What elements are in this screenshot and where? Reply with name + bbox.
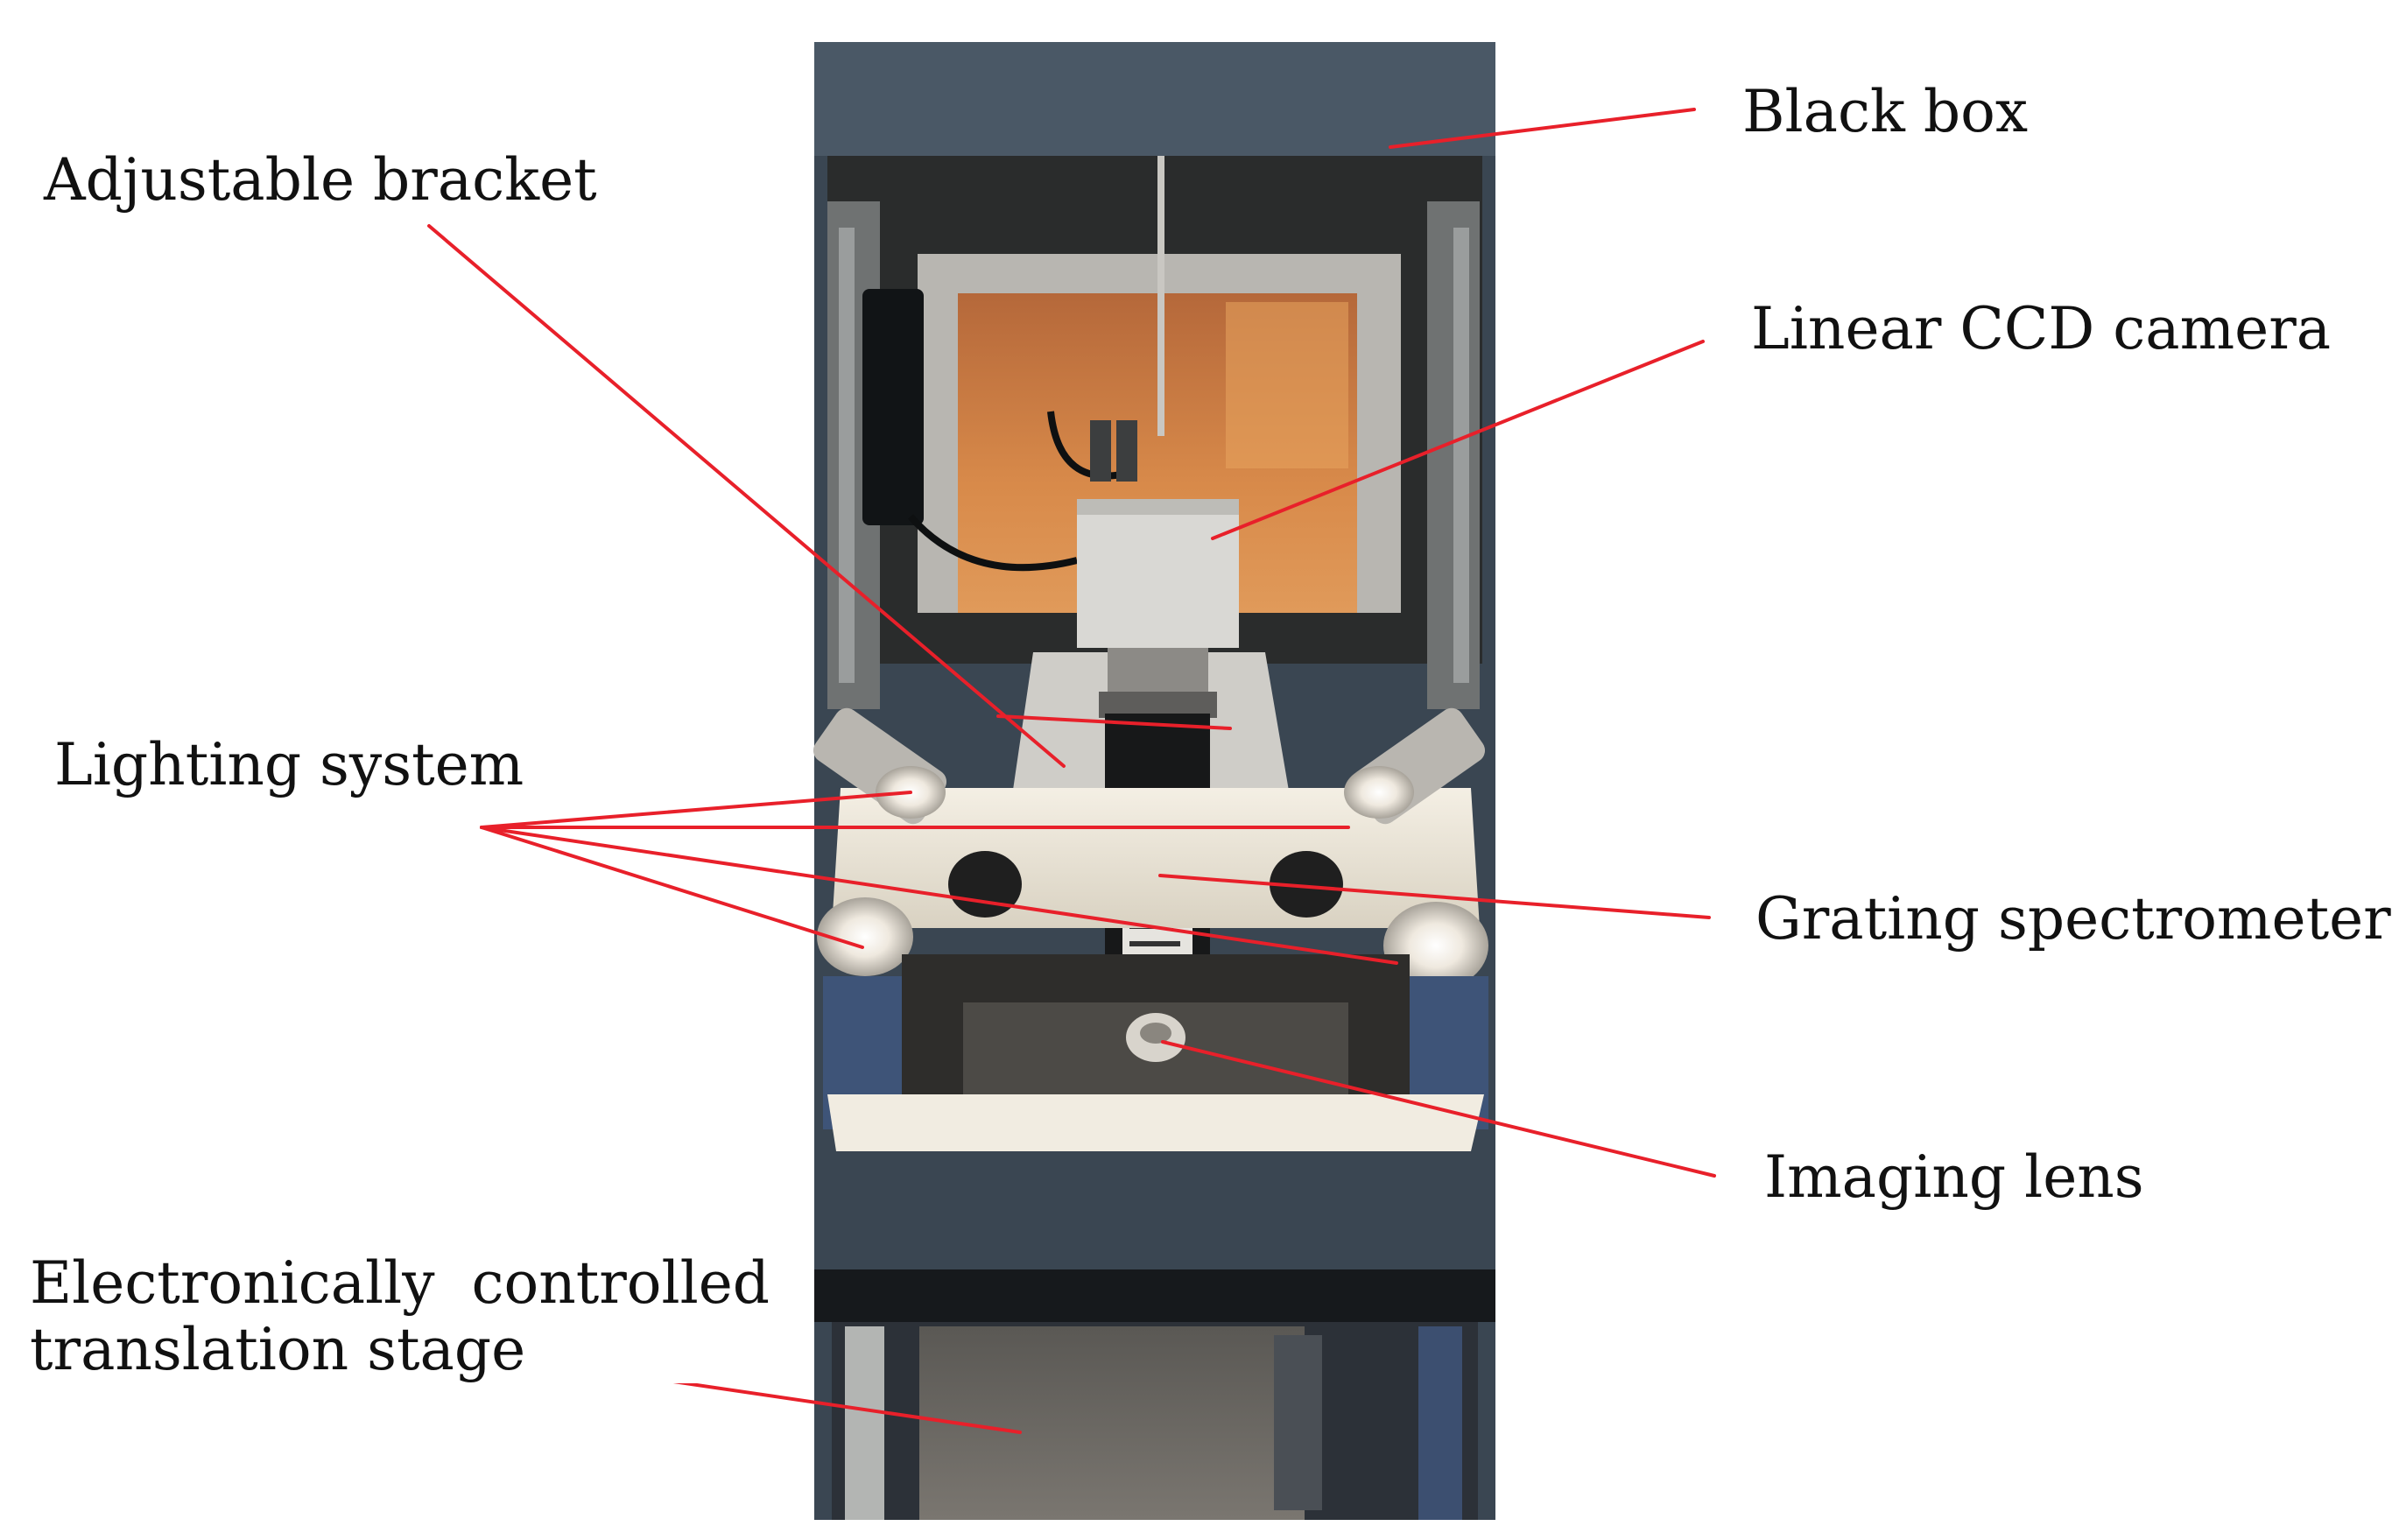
- leader-lighting-3: [480, 826, 1398, 965]
- label-grating-spectrometer: Grating spectrometer: [1755, 885, 2391, 953]
- ccd-camera-body: [1077, 499, 1239, 648]
- label-linear-ccd-camera: Linear CCD camera: [1751, 295, 2332, 362]
- leader-lighting-1: [480, 791, 912, 829]
- label-translation-stage-line1: Electronically controlled: [30, 1249, 770, 1317]
- top-band: [814, 42, 1495, 156]
- leader-adjustable-bracket-a: [427, 224, 1066, 768]
- leader-linear-ccd-camera: [1211, 340, 1705, 540]
- label-adjustable-bracket: Adjustable bracket: [44, 146, 597, 214]
- label-black-box: Black box: [1742, 78, 2029, 145]
- lamp-upper-right: [1344, 707, 1486, 825]
- power-adapter: [862, 289, 924, 525]
- lamp-lower-left: [817, 897, 913, 976]
- leader-lighting-4: [480, 826, 864, 949]
- label-imaging-lens: Imaging lens: [1764, 1143, 2144, 1211]
- leader-adjustable-bracket-b: [996, 714, 1232, 730]
- leader-grating-spectrometer: [1158, 874, 1711, 919]
- label-lighting-system: Lighting system: [54, 731, 524, 798]
- leader-black-box: [1389, 108, 1696, 149]
- leader-imaging-lens: [1161, 1040, 1716, 1178]
- label-translation-stage-line2: translation stage: [30, 1315, 526, 1383]
- label-translation-stage: Electronically controlled translation st…: [30, 1250, 770, 1383]
